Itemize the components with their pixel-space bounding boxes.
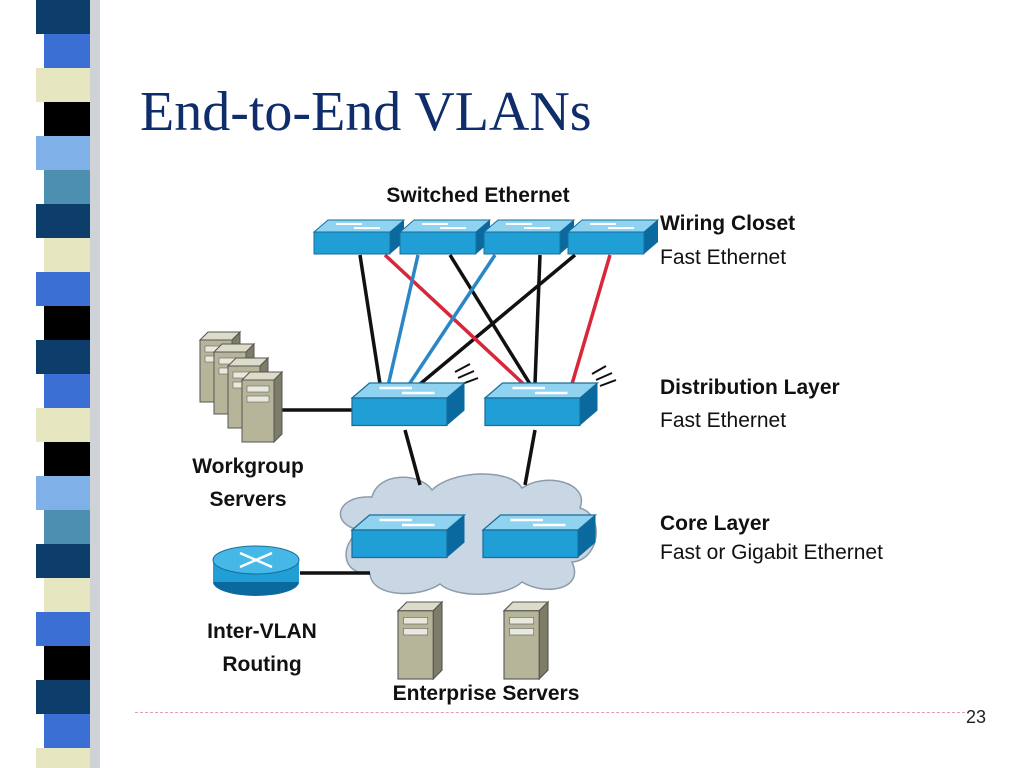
stripe-block [36, 544, 90, 578]
stripe-block [44, 34, 98, 68]
stripe-block [36, 748, 90, 768]
router-icon [212, 545, 300, 596]
wiring-closet-switch-icon [567, 219, 659, 255]
core-layer-tech-label: Fast or Gigabit Ethernet [660, 541, 883, 564]
stripe-block [36, 0, 90, 34]
stripe-block [36, 408, 90, 442]
workgroup-servers-label-line2: Servers [209, 488, 286, 511]
stripe-block [44, 306, 98, 340]
stripe-block [44, 374, 98, 408]
stripe-block [36, 340, 90, 374]
inter-vlan-routing-label-line2: Routing [222, 653, 301, 676]
wiring-closet-switch-icon [313, 219, 405, 255]
wiring-closet-tech-label: Fast Ethernet [660, 246, 786, 269]
stripe-block [44, 646, 98, 680]
stripe-block [44, 442, 98, 476]
inter-vlan-routing-label: Inter-VLAN [207, 620, 317, 643]
core-switch-icon [481, 513, 597, 559]
activity-marks [454, 363, 617, 387]
enterprise-servers-icon [397, 601, 549, 680]
workgroup-servers-label: Workgroup [192, 455, 304, 478]
stripe-block [36, 680, 90, 714]
stripe-block [44, 238, 98, 272]
core-cloud-icon [339, 473, 597, 595]
stripe-block [36, 272, 90, 306]
stripe-block [44, 714, 98, 748]
page-number: 23 [966, 707, 987, 727]
core-layer-label: Core Layer [660, 512, 770, 535]
distribution-switch-icon [483, 381, 599, 427]
wiring-closet-switch-icon [483, 219, 575, 255]
network-links [282, 253, 612, 575]
stripe-block [44, 170, 98, 204]
stripe-block [44, 578, 98, 612]
stripe-block [36, 136, 90, 170]
stripe-block [36, 612, 90, 646]
footer-divider [135, 712, 965, 713]
enterprise-servers-label: Enterprise Servers [393, 682, 580, 705]
decorative-stripe [36, 0, 100, 768]
workgroup-servers-icon [199, 331, 283, 443]
distribution-layer-tech-label: Fast Ethernet [660, 409, 786, 432]
stripe-shadow [90, 0, 100, 768]
stripe-block [36, 204, 90, 238]
core-switch-icon [350, 513, 466, 559]
stripe-block [44, 510, 98, 544]
network-diagram: Switched Ethernet Wiring Closet Fast Eth… [192, 184, 883, 705]
distribution-layer-label: Distribution Layer [660, 376, 840, 399]
wiring-closet-label: Wiring Closet [660, 212, 795, 235]
stripe-block [36, 476, 90, 510]
stripe-block [44, 102, 98, 136]
wiring-closet-switch-icon [399, 219, 491, 255]
distribution-switch-icon [350, 381, 466, 427]
stripe-block [36, 68, 90, 102]
switched-ethernet-label: Switched Ethernet [386, 184, 569, 207]
slide-title: End-to-End VLANs [140, 81, 592, 143]
